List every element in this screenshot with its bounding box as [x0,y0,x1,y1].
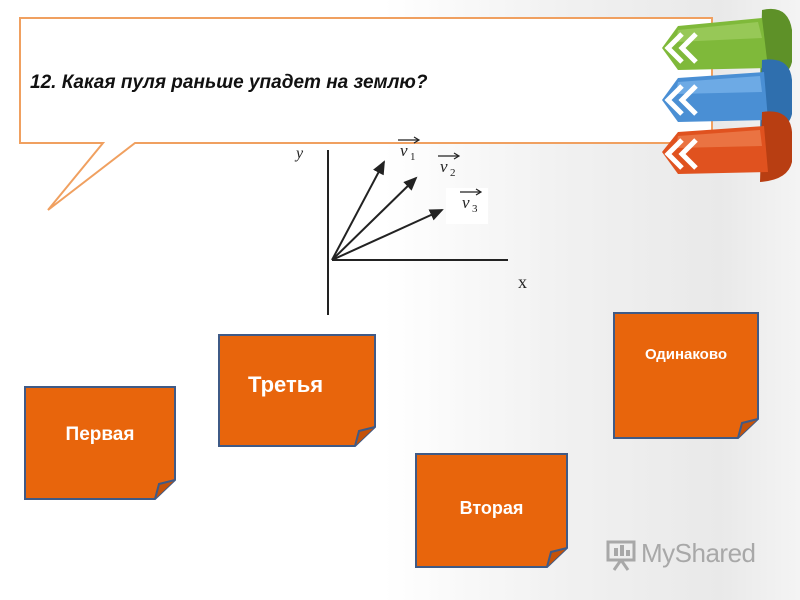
svg-text:1: 1 [410,151,416,163]
double-chevron-icon [664,84,698,116]
answer-card-first[interactable]: Первая [24,386,176,500]
answer-card-same[interactable]: Одинаково [613,312,759,439]
svg-text:v: v [462,193,470,212]
vector-1-label: v 1 [398,136,421,163]
double-chevron-icon [664,32,698,64]
answer-card-third[interactable]: Третья [218,334,376,447]
vector-3-arrow [331,209,444,261]
vector-1-arrow [331,160,385,261]
answer-card-second[interactable]: Вторая [415,453,568,568]
double-chevron-icon [664,138,698,170]
answer-label: Вторая [459,498,524,518]
vector-3-label-box [446,188,488,224]
ribbon-red [662,111,792,182]
myshared-logo: MyShared [605,534,775,574]
svg-text:v: v [400,141,408,160]
svg-text:3: 3 [472,203,478,215]
question-text: 12. Какая пуля раньше упадет на землю? [30,72,428,93]
vector-2-label: v 2 [438,152,461,179]
svg-text:v: v [440,157,448,176]
svg-text:2: 2 [450,167,456,179]
logo-text: MyShared [641,538,756,568]
answer-label: Третья [248,372,324,397]
vector-2-arrow [331,176,418,261]
answer-label: Первая [65,424,135,445]
x-axis-label: x [518,272,527,292]
vector-3-label: v 3 [460,188,483,215]
presentation-board-icon [606,540,636,571]
decorative-ribbons [662,8,792,182]
velocity-diagram: y x v 1 v 2 v 3 [294,136,527,315]
y-axis-label: y [294,145,304,162]
answer-label: Одинаково [644,346,728,363]
